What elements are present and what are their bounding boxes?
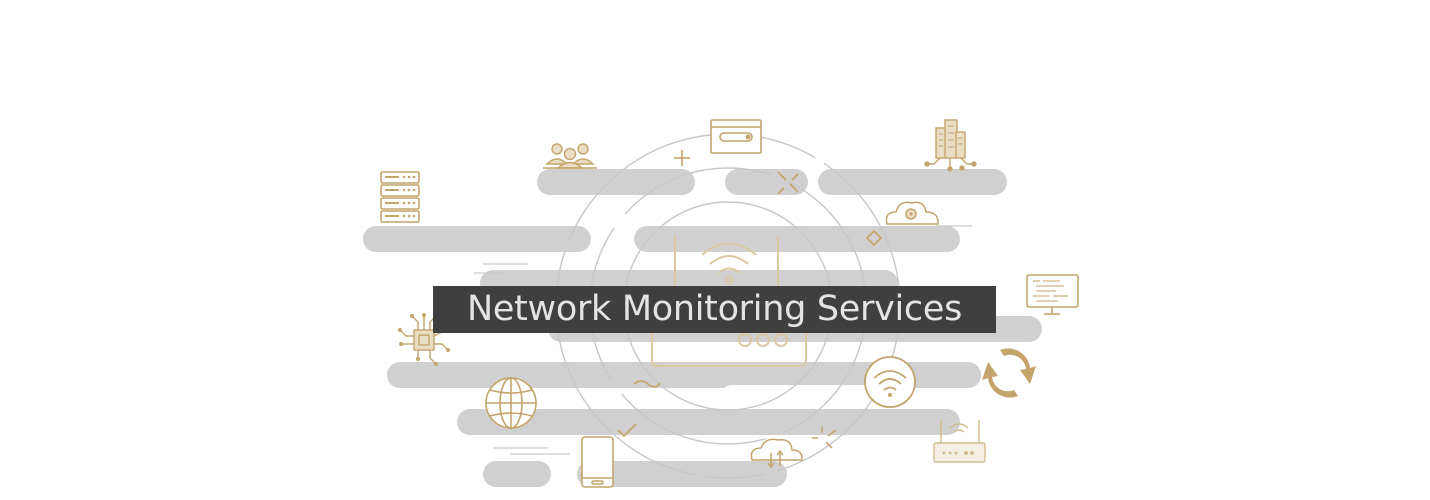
sparkle-icon [812, 427, 837, 449]
title-banner: Network Monitoring Services [433, 286, 996, 333]
browser-window-icon [710, 119, 762, 154]
wave-icon [633, 380, 661, 388]
monitor-code-icon [1026, 274, 1079, 315]
stripe [387, 362, 981, 388]
circuit-chip-icon [398, 313, 450, 366]
cloud-transfer-icon [750, 438, 803, 469]
stripe [363, 226, 591, 252]
stripe [457, 409, 960, 435]
tablet-icon [581, 436, 614, 488]
router-icon [933, 420, 986, 463]
plus-icon [674, 150, 690, 166]
stripe [818, 169, 1007, 195]
cloud-gear-icon [885, 201, 939, 225]
speed-lines [474, 225, 972, 455]
server-rack-icon [380, 171, 420, 223]
sync-arrows-icon [982, 348, 1036, 398]
stripe [725, 169, 808, 195]
page-title: Network Monitoring Services [466, 289, 963, 329]
stripe [483, 461, 551, 487]
sparkle-icon [777, 171, 799, 195]
diamond-icon [865, 229, 883, 247]
stripe [720, 385, 890, 409]
stripe [634, 226, 960, 252]
check-icon [617, 423, 637, 438]
city-buildings-icon [924, 119, 977, 172]
users-group-icon [543, 143, 597, 169]
stripe [577, 461, 787, 487]
wifi-badge-icon [864, 356, 916, 408]
globe-icon [485, 377, 537, 429]
stripe [537, 169, 695, 195]
